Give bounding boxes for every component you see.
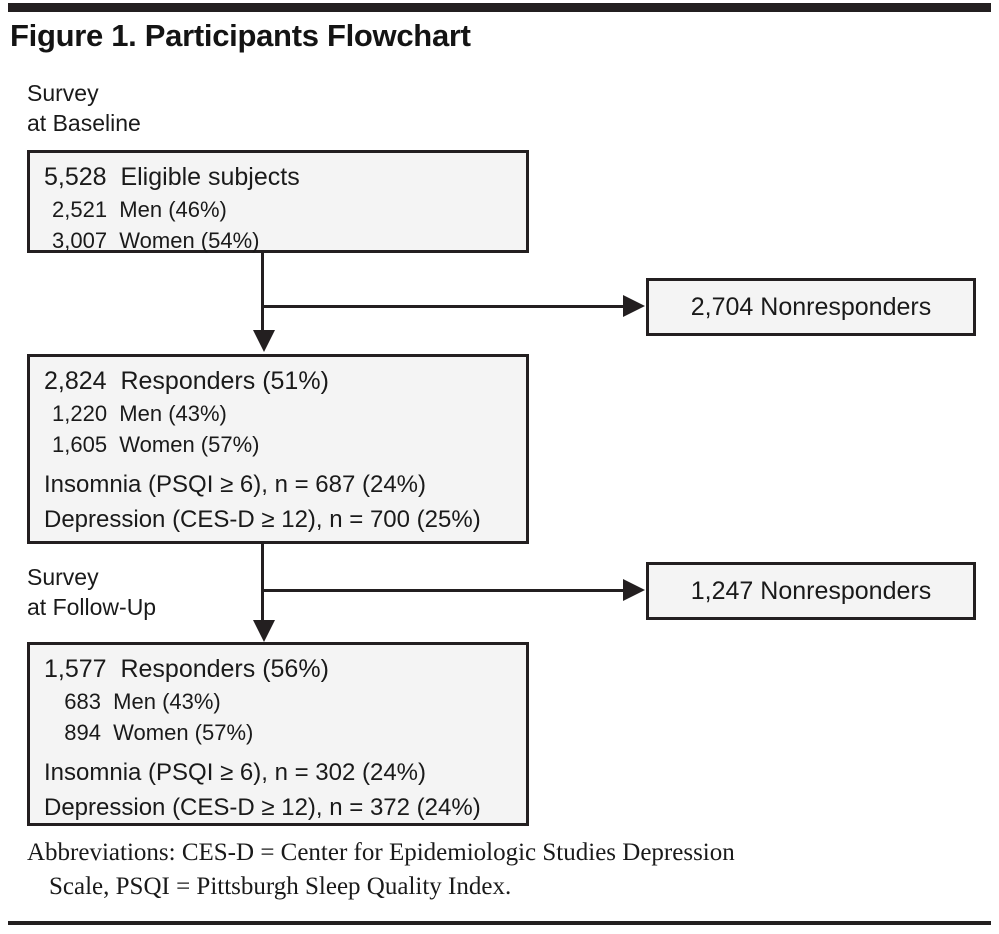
connector-vertical-baseline: [261, 253, 264, 338]
footnote-line-2: Scale, PSQI = Pittsburgh Sleep Quality I…: [49, 873, 512, 900]
responders-followup-insomnia: Insomnia (PSQI ≥ 6), n = 302 (24%): [44, 759, 427, 786]
responders-followup-women: 894 Women (57%): [52, 720, 254, 745]
footnote-line-1: Abbreviations: CES-D = Center for Epidem…: [27, 839, 735, 866]
connector-horizontal-baseline: [261, 305, 624, 308]
eligible-women: 3,007 Women (54%): [52, 228, 260, 253]
box-responders-baseline-content: 2,824 Responders (51%) 1,220 Men (43%) 1…: [30, 357, 526, 537]
page-title: Figure 1. Participants Flowchart: [10, 18, 471, 53]
nonresponders-baseline-text: 2,704 Nonresponders: [690, 292, 932, 321]
box-nonresponders-baseline-content: 2,704 Nonresponders: [649, 281, 973, 333]
box-responders-followup-content: 1,577 Responders (56%) 683 Men (43%) 894…: [30, 645, 526, 825]
top-rule: [8, 3, 991, 12]
responders-baseline-men: 1,220 Men (43%): [52, 401, 227, 426]
box-nonresponders-followup-content: 1,247 Nonresponders: [649, 565, 973, 617]
responders-followup-depression: Depression (CES-D ≥ 12), n = 372 (24%): [44, 794, 481, 821]
box-eligible-content: 5,528 Eligible subjects 2,521 Men (46%) …: [30, 153, 526, 256]
stage-label-baseline: Survey at Baseline: [27, 80, 141, 136]
responders-followup-men: 683 Men (43%): [52, 689, 221, 714]
box-eligible-subjects: 5,528 Eligible subjects 2,521 Men (46%) …: [27, 150, 529, 253]
box-nonresponders-baseline: 2,704 Nonresponders: [646, 278, 976, 336]
box-responders-followup: 1,577 Responders (56%) 683 Men (43%) 894…: [27, 642, 529, 826]
responders-baseline-depression: Depression (CES-D ≥ 12), n = 700 (25%): [44, 506, 481, 533]
responders-baseline-women: 1,605 Women (57%): [52, 432, 260, 457]
responders-baseline-headline: 2,824 Responders (51%): [44, 367, 329, 395]
box-responders-baseline: 2,824 Responders (51%) 1,220 Men (43%) 1…: [27, 354, 529, 544]
arrow-right-icon-followup: [623, 579, 645, 601]
responders-baseline-insomnia: Insomnia (PSQI ≥ 6), n = 687 (24%): [44, 471, 427, 498]
eligible-men: 2,521 Men (46%): [52, 197, 227, 222]
arrow-right-icon-baseline: [623, 295, 645, 317]
connector-horizontal-followup: [261, 589, 624, 592]
box-nonresponders-followup: 1,247 Nonresponders: [646, 562, 976, 620]
responders-followup-headline: 1,577 Responders (56%): [44, 655, 329, 683]
connector-vertical-followup: [261, 544, 264, 626]
nonresponders-followup-text: 1,247 Nonresponders: [690, 576, 932, 605]
abbreviations-footnote: Abbreviations: CES-D = Center for Epidem…: [27, 836, 977, 904]
bottom-rule: [8, 921, 991, 925]
spacer: [44, 748, 526, 755]
eligible-headline: 5,528 Eligible subjects: [44, 163, 300, 191]
arrow-down-icon-followup: [253, 620, 275, 642]
stage-label-followup: Survey at Follow-Up: [27, 564, 157, 620]
spacer: [44, 460, 526, 467]
arrow-down-icon-baseline: [253, 330, 275, 352]
